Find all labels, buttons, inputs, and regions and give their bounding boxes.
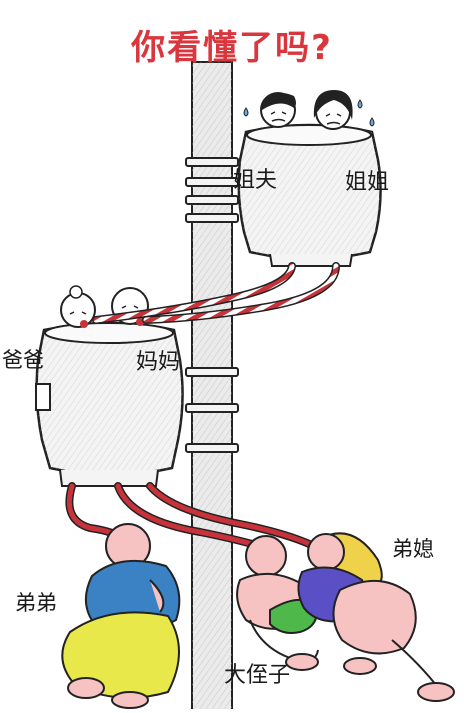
- pole: [185, 61, 239, 713]
- jiefu-head: [260, 92, 296, 128]
- label-dazhizi: 大侄子: [224, 663, 291, 688]
- middle-tank: [35, 285, 184, 487]
- didi-figure: [61, 523, 181, 709]
- dixi-figure: [297, 532, 455, 702]
- label-dixi: 弟媳: [392, 537, 434, 561]
- jiejie-head: [313, 90, 353, 130]
- cartoon-title: 你看懂了吗?: [131, 28, 333, 68]
- label-baba: 爸爸: [2, 348, 44, 372]
- label-jiefu: 姐夫: [233, 168, 278, 193]
- label-jiejie: 姐姐: [345, 170, 390, 195]
- label-didi: 弟弟: [15, 591, 57, 615]
- label-mama: 妈妈: [136, 350, 181, 375]
- top-tank: [237, 90, 382, 267]
- baba-head: [60, 285, 96, 328]
